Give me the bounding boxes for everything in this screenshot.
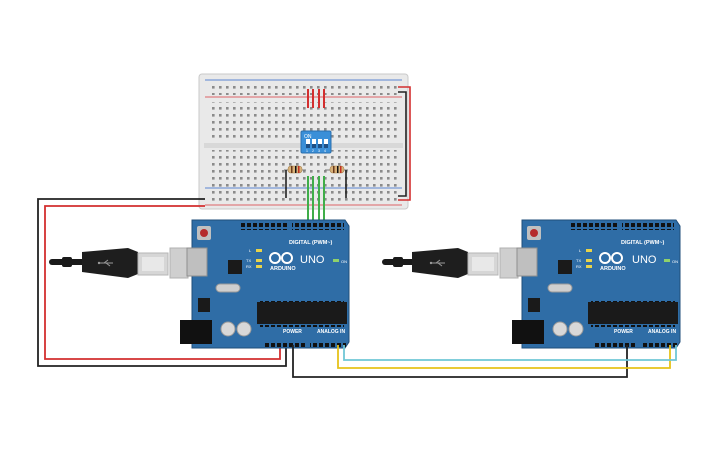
digital-header-high[interactable]	[292, 223, 344, 230]
arduino-brand: ARDUINO	[600, 266, 626, 272]
dip-num-3: 3	[318, 149, 320, 153]
dip-switch-on-label: ON	[304, 134, 312, 140]
wire-gnd-link[interactable]	[292, 345, 628, 378]
analog-header-label: ANALOG IN	[648, 329, 676, 335]
dip-num-2: 2	[312, 149, 314, 153]
arduino-uno-right[interactable]: DIGITAL (PWM~) ARDUINO UNO L TX RX ON PO…	[512, 219, 681, 349]
analog-header-label: ANALOG IN	[317, 329, 345, 335]
dip-num-4: 4	[324, 149, 326, 153]
led-tx-label: TX	[576, 258, 581, 263]
usb-icon	[429, 259, 445, 267]
led-tx-label: TX	[246, 258, 251, 263]
led-rx-label: RX	[246, 264, 252, 269]
arduino-model: UNO	[632, 254, 657, 266]
usb-cable-left[interactable]	[49, 247, 189, 279]
led-on-label: ON	[341, 259, 347, 264]
usb-icon	[97, 259, 113, 267]
atmega-chip	[257, 302, 347, 324]
arduino-infinity-logo	[599, 252, 623, 264]
wire-yellow-link[interactable]	[337, 345, 671, 369]
led-rx-label: RX	[576, 264, 582, 269]
resistor-1[interactable]	[284, 165, 306, 174]
digital-header-low[interactable]	[239, 223, 287, 230]
usb-chip	[228, 260, 242, 274]
arduino-brand: ARDUINO	[270, 266, 296, 272]
atmega-chip	[588, 302, 678, 324]
arduino-infinity-logo	[269, 252, 293, 264]
analog-header[interactable]	[310, 341, 346, 347]
dip-num-1: 1	[306, 149, 308, 153]
power-header-label: POWER	[283, 329, 302, 335]
led-on-label: ON	[672, 259, 678, 264]
dip-switch[interactable]: ON 1 2 3 4	[300, 130, 332, 154]
power-header[interactable]	[264, 341, 306, 347]
inter-board-wires[interactable]	[292, 345, 677, 378]
arduino-uno-left[interactable]: DIGITAL (PWM~) ARDUINO UNO L TX RX ON PO…	[180, 219, 350, 349]
digital-header-label: DIGITAL (PWM~)	[621, 240, 665, 246]
jumper-wires-red[interactable]	[307, 89, 325, 108]
led-l-label: L	[249, 248, 252, 253]
usb-cable-right[interactable]	[382, 247, 519, 279]
analog-header[interactable]	[641, 341, 677, 347]
wire-cyan-link[interactable]	[343, 345, 677, 361]
arduino-model: UNO	[300, 254, 325, 266]
breadboard-rail-jumpers[interactable]	[398, 86, 411, 201]
power-header[interactable]	[595, 341, 637, 347]
green-signal-wires[interactable]	[307, 176, 325, 226]
resistors[interactable]	[284, 165, 348, 198]
digital-header-low[interactable]	[569, 223, 617, 230]
usb-chip	[558, 260, 572, 274]
power-jack	[512, 320, 544, 344]
led-l-label: L	[579, 248, 582, 253]
power-header-label: POWER	[614, 329, 633, 335]
digital-header-high[interactable]	[622, 223, 674, 230]
digital-header-label: DIGITAL (PWM~)	[289, 240, 333, 246]
power-wires-left[interactable]	[37, 198, 287, 367]
power-jack	[180, 320, 212, 344]
resistor-2[interactable]	[325, 165, 348, 174]
